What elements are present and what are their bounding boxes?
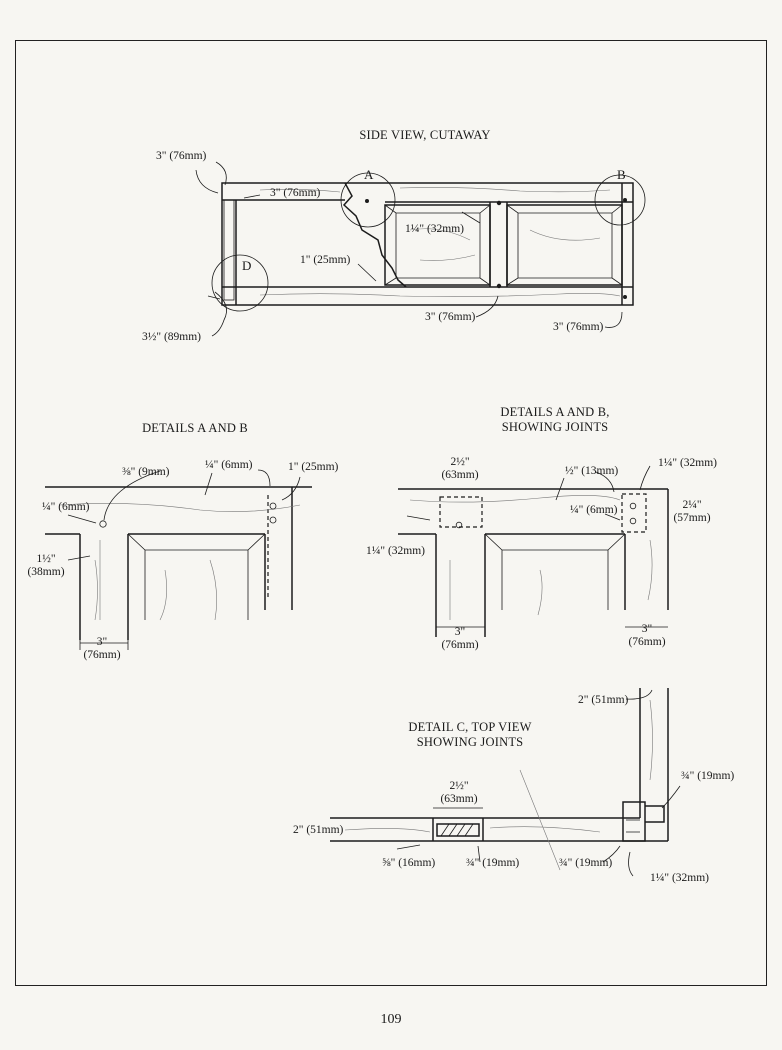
dim-bottom-3in: 3" (76mm) [425,311,476,323]
dim-2in-left: 2" (51mm) [293,824,344,836]
dim-1-5in-line1: 1½" [36,553,56,565]
details-ab-title: DETAILS A AND B [142,421,248,435]
joints-drawing [398,465,669,637]
dim-3in-right-line1: 3" [641,623,653,635]
dim-quarter-in: ¼" (6mm) [570,504,618,516]
dim-five-eighths: ⅝" (16mm) [382,857,436,869]
page-number: 109 [380,1012,402,1027]
detail-c-drawing [330,688,681,877]
dim-quarter-left: ¼" (6mm) [42,501,90,513]
dim-3in-ab-line2: (76mm) [83,649,121,661]
side-view-title: SIDE VIEW, CUTAWAY [359,128,491,142]
joints-title-line1: DETAILS A AND B, [500,405,610,419]
dim-3in-left-line2: (76mm) [441,639,479,651]
detail-c-title-line2: SHOWING JOINTS [416,735,524,749]
dim-1-25in: 1¼" (32mm) [405,223,464,235]
dim-1-25in-c: 1¼" (32mm) [650,872,709,884]
dim-1-5in: 1½" (38mm) [26,553,66,579]
dim-3-5in: 3½" (89mm) [142,331,201,343]
dim-2-25in: 2¼" (57mm) [672,499,712,525]
dim-2-5in-line1: 2½" [450,456,470,468]
dim-3in-left-line1: 3" [454,626,466,638]
dim-top-left-3in: 3" (76mm) [156,150,207,162]
dim-1in: 1" (25mm) [300,254,351,266]
joints-title-line2: SHOWING JOINTS [501,420,609,434]
dim-quarter-top: ¼" (6mm) [205,459,253,471]
dim-1in-ab: 1" (25mm) [288,461,339,473]
side-view-drawing [195,161,646,337]
dim-1-25in-left: 1¼" (32mm) [366,545,425,557]
dim-half-in: ½" (13mm) [565,465,619,477]
detail-c-title-line1: DETAIL C, TOP VIEW [408,720,532,734]
dim-2-25in-line2: (57mm) [673,512,711,524]
dim-2-5in-line2: (63mm) [441,469,479,481]
callout-d: D [242,258,252,273]
dim-1-5in-line2: (38mm) [27,566,65,578]
dim-1-25in-top: 1¼" (32mm) [658,457,717,469]
dim-3-4in-a: ¾" (19mm) [466,857,520,869]
dim-right-3in: 3" (76mm) [553,321,604,333]
dim-3-4in-right: ¾" (19mm) [681,770,735,782]
dim-2-5in-c: 2½" (63mm) [436,780,482,806]
details-ab-drawing [45,469,312,650]
dim-2-5in-c-line1: 2½" [449,780,469,792]
detail-c-title: DETAIL C, TOP VIEW SHOWING JOINTS [395,720,545,750]
dim-3-4in-b: ¾" (19mm) [559,857,613,869]
dim-top-rail-3in: 3" (76mm) [270,187,321,199]
callout-b: B [617,167,626,182]
callout-a: A [364,167,374,182]
dim-2-25in-line1: 2¼" [682,499,702,511]
page-frame [15,40,767,986]
dim-2in-top: 2" (51mm) [578,694,629,706]
joints-title: DETAILS A AND B, SHOWING JOINTS [470,405,640,435]
dim-2-5in: 2½" (63mm) [438,456,482,482]
dim-3in-ab-line1: 3" [96,636,108,648]
dim-3in-right: 3" (76mm) [624,623,670,649]
dim-3in-ab: 3" (76mm) [80,636,124,662]
dim-3in-right-line2: (76mm) [628,636,666,648]
dim-3in-left: 3" (76mm) [437,626,483,652]
dim-three-eighths: ⅜" (9mm) [122,466,170,478]
dim-2-5in-c-line2: (63mm) [440,793,478,805]
